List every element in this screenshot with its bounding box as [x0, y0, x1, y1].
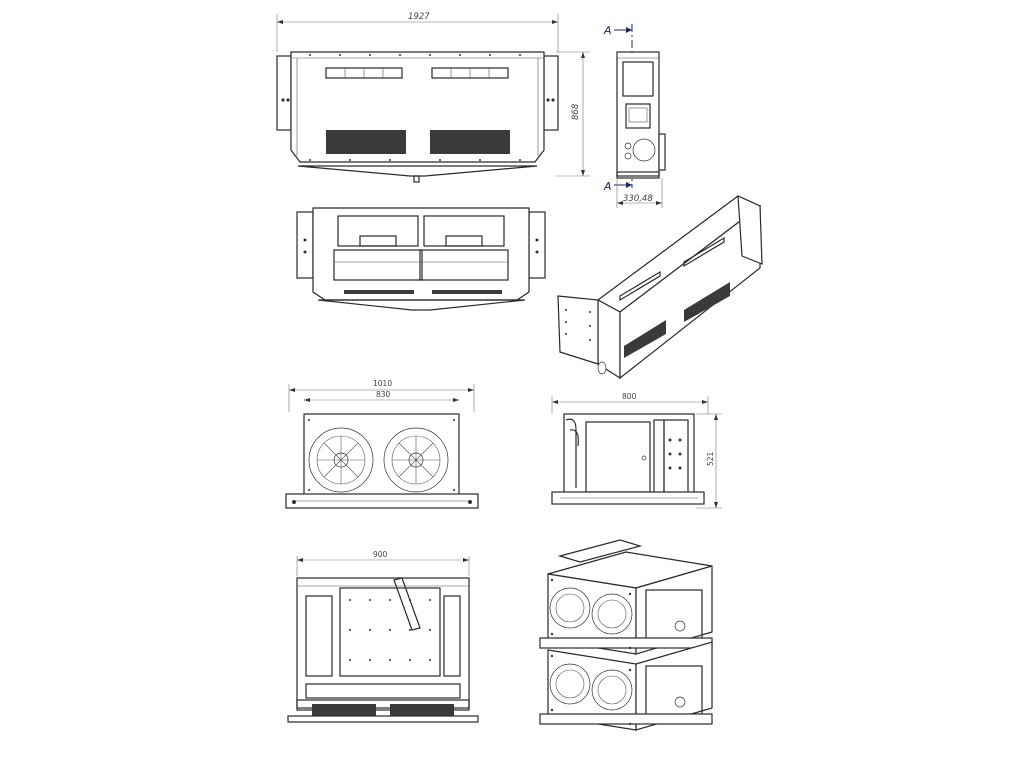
condenser-front-view: 1010 830	[285, 379, 479, 509]
section-label-a-bottom: A	[603, 180, 612, 193]
dimension-width-1927: 1927	[408, 12, 430, 22]
isometric-stacked-condensers	[539, 539, 713, 731]
front-section-view	[296, 207, 546, 311]
condenser-top-view: 900	[287, 550, 479, 723]
dimension-width-830: 830	[376, 390, 391, 399]
dimension-width-1010: 1010	[373, 379, 392, 388]
dimension-height-868: 868	[571, 103, 581, 120]
dimension-height-521: 521	[706, 451, 715, 466]
dimension-width-900: 900	[373, 550, 388, 559]
section-label-a-top: A	[603, 24, 612, 37]
dimension-width-800: 800	[622, 392, 637, 401]
dimension-depth-330-48: 330,48	[623, 194, 653, 204]
side-view-section-a: A A 330,48	[603, 24, 666, 208]
front-view-long-unit: 1927 868	[276, 12, 590, 183]
condenser-side-view: 800 521	[551, 392, 722, 509]
isometric-long-unit	[557, 195, 763, 380]
